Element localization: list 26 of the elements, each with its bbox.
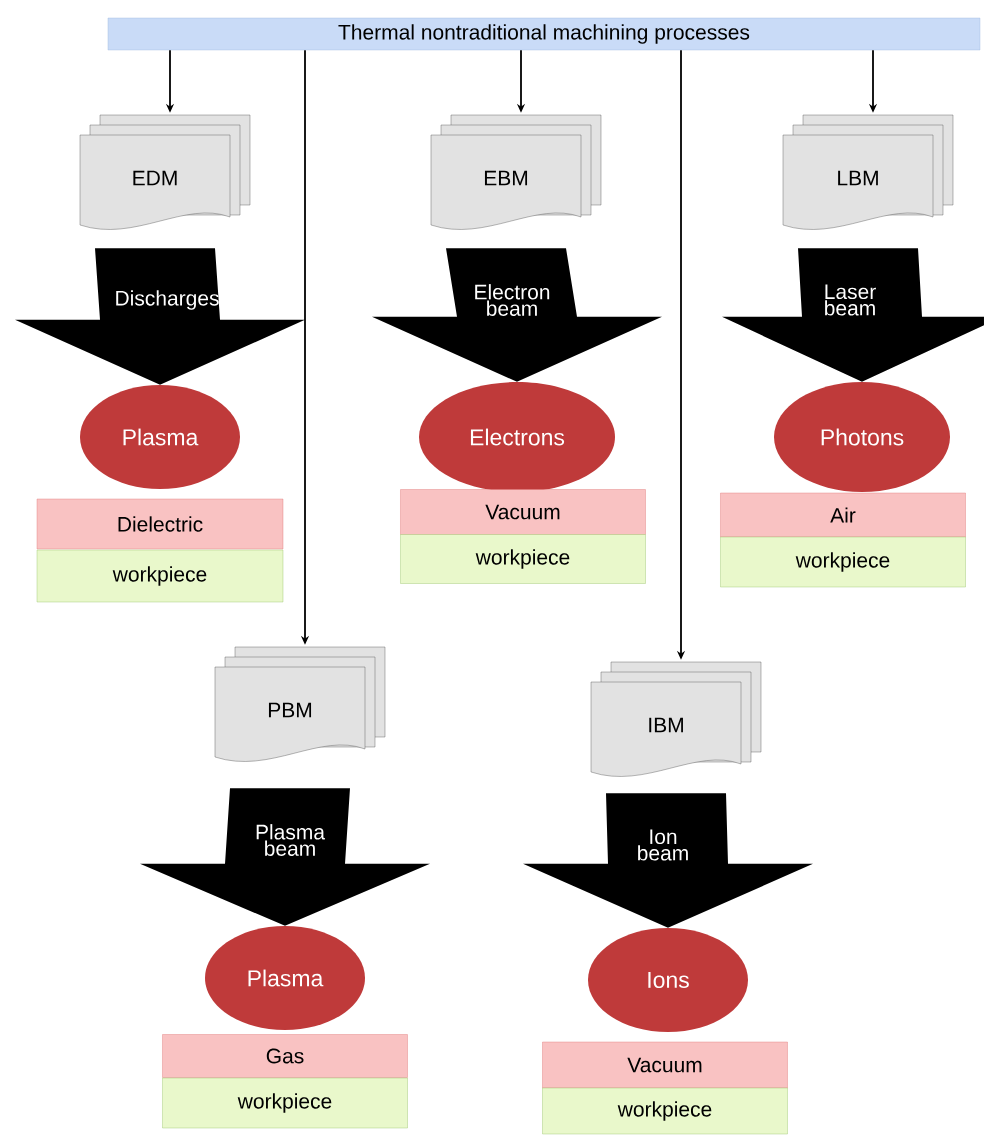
workpiece-box: workpiece (162, 1077, 408, 1129)
medium-box: Gas (162, 1034, 408, 1078)
arrow-label: Laser beam (825, 284, 876, 316)
workpiece-box: workpiece (400, 534, 646, 584)
workpiece-box: workpiece (720, 536, 966, 588)
arrow-label: Discharges (116, 290, 219, 310)
medium-box: Vacuum (542, 1041, 788, 1089)
document-stack: IBM (590, 661, 762, 777)
block-arrow (722, 248, 984, 382)
title-bar: Thermal nontraditional machining processes (107, 17, 981, 51)
block-arrow (372, 248, 662, 382)
block-arrow (15, 248, 305, 385)
workpiece-box: workpiece (542, 1087, 788, 1135)
block-arrow (523, 793, 813, 928)
workpiece-box: workpiece (36, 549, 284, 603)
medium-box: Air (720, 492, 966, 538)
document-stack: EDM (79, 114, 251, 230)
arrow-label: Ion beam (638, 829, 688, 861)
document-stack: EBM (430, 114, 602, 230)
document-stack: PBM (214, 646, 386, 762)
arrow-label: Electron beam (475, 284, 550, 316)
arrow-label: Plasma beam (256, 824, 325, 856)
block-arrow (140, 788, 430, 926)
medium-box: Vacuum (400, 489, 646, 535)
document-stack: LBM (782, 114, 954, 230)
medium-box: Dielectric (36, 498, 284, 550)
